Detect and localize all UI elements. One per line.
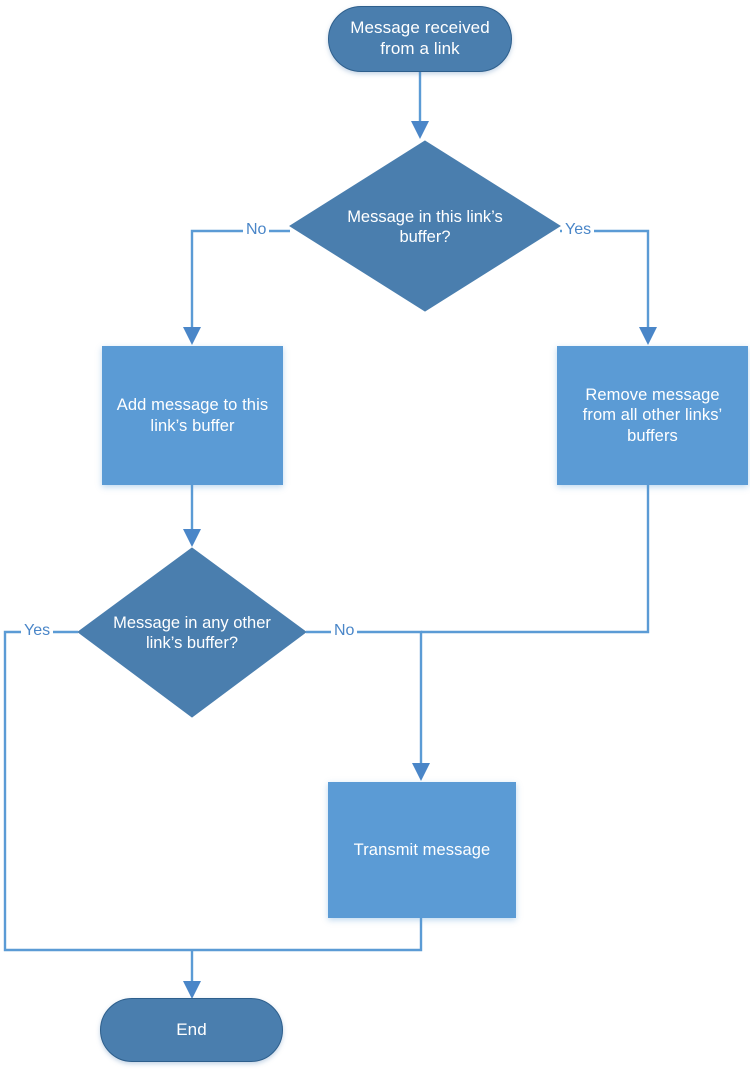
node-end[interactable]: End — [100, 998, 283, 1062]
node-add-message-text: Add message to this link’s buffer — [116, 396, 269, 435]
edge-label-decision1-yes: Yes — [562, 222, 595, 238]
edge-label-decision2-no: No — [331, 623, 358, 639]
edge-decision1-yes — [560, 229, 657, 345]
edge-remove-to-junction — [421, 485, 650, 634]
node-end-text: End — [176, 1019, 207, 1039]
node-start[interactable]: Message received from a link — [328, 6, 512, 72]
node-transmit-message-text: Transmit message — [353, 840, 491, 859]
decision-diamond-other-buffer-shape — [77, 547, 307, 718]
node-transmit-message[interactable]: Transmit message — [328, 782, 516, 918]
node-start-text: Message received from a link — [350, 18, 490, 58]
decision-diamond-link-buffer-shape — [289, 140, 561, 312]
node-remove-message-text: Remove message from all other links’ buf… — [582, 386, 723, 445]
node-add-message[interactable]: Add message to this link’s buffer — [102, 346, 283, 485]
edge-decision1-no — [183, 229, 290, 345]
edge-decision2-no — [306, 630, 430, 781]
edge-label-decision2-yes: Yes — [21, 623, 54, 639]
edge-transmit-to-rail — [192, 918, 423, 952]
node-remove-message[interactable]: Remove message from all other links’ buf… — [557, 346, 748, 485]
edge-label-decision1-no: No — [243, 222, 270, 238]
